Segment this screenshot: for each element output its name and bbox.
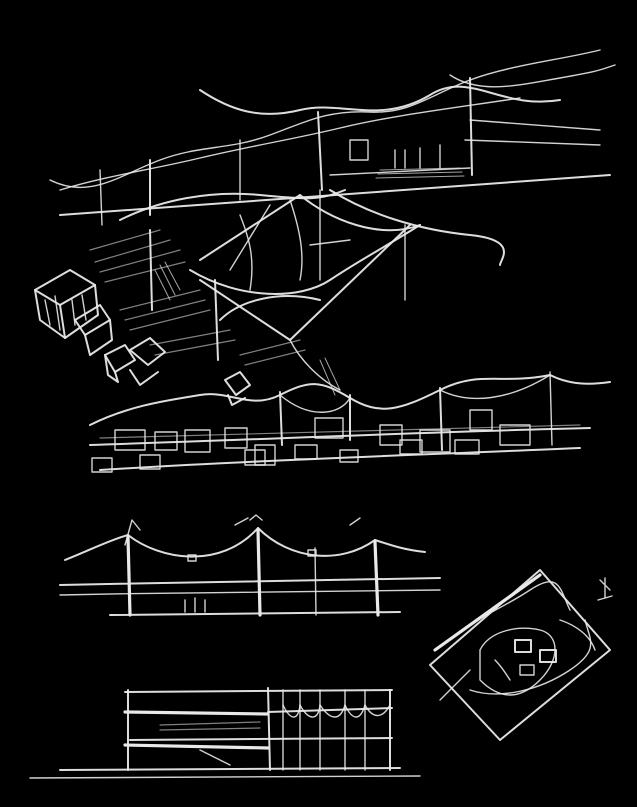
perspective-canopy-drawing bbox=[34, 49, 616, 406]
site-plan-inset-drawing bbox=[429, 569, 613, 741]
section-long-building-drawing bbox=[29, 687, 421, 779]
elevation-tent-roofline-drawing bbox=[89, 371, 611, 473]
section-masts-drawing bbox=[59, 514, 441, 617]
